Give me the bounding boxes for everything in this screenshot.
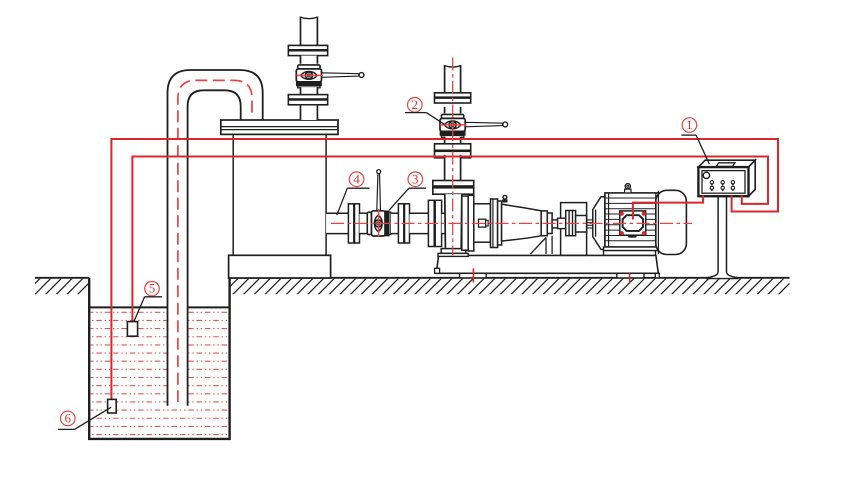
svg-text:4: 4 xyxy=(353,171,360,186)
svg-text:1: 1 xyxy=(686,117,693,132)
svg-text:5: 5 xyxy=(149,281,156,296)
svg-text:3: 3 xyxy=(412,171,419,186)
svg-text:2: 2 xyxy=(412,97,419,112)
svg-text:6: 6 xyxy=(65,411,72,426)
